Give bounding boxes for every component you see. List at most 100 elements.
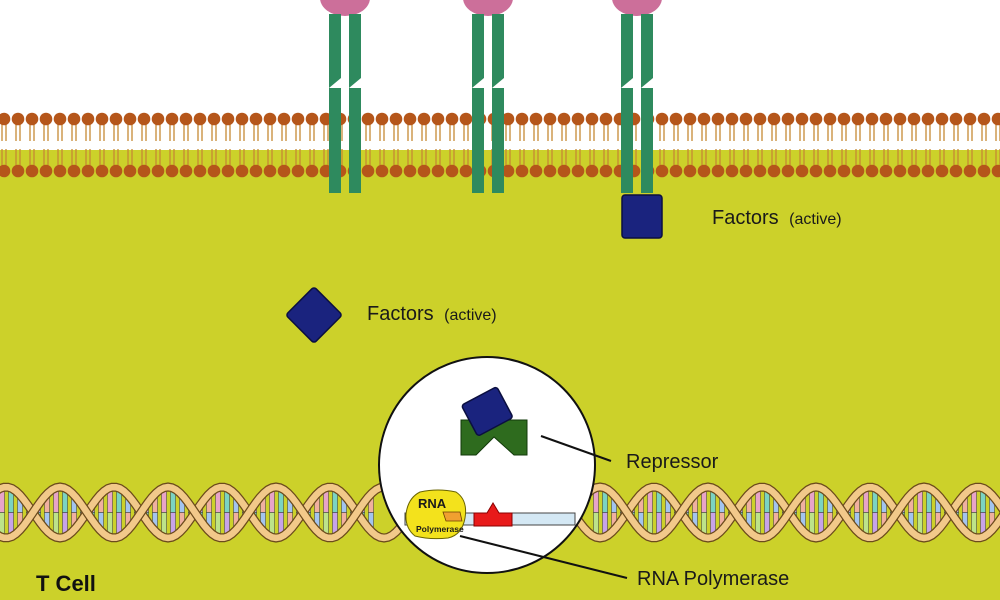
receptor-chain [472, 88, 484, 193]
lipid-head [529, 112, 543, 126]
cell-name-label: T Cell [36, 571, 96, 596]
repressor-label: Repressor [626, 451, 719, 473]
lipid-head [67, 164, 81, 178]
lipid-head [697, 164, 711, 178]
lipid-head [459, 164, 473, 178]
lipid-head [109, 164, 123, 178]
lipid-head [683, 164, 697, 178]
lipid-head [179, 112, 193, 126]
lipid-head [291, 112, 305, 126]
lipid-head [389, 112, 403, 126]
lipid-head [557, 112, 571, 126]
receptor-chain [349, 88, 361, 193]
factors-label-1: Factors (active) [712, 207, 842, 229]
lipid-head [515, 164, 529, 178]
lipid-head [235, 164, 249, 178]
lipid-head [599, 112, 613, 126]
lipid-head [683, 112, 697, 126]
ligand-icon [612, 0, 662, 16]
lipid-head [375, 164, 389, 178]
lipid-head [431, 164, 445, 178]
receptor-chain [621, 14, 633, 72]
rna-short-label: RNA [418, 496, 447, 511]
lipid-head [25, 164, 39, 178]
receptor-kink [329, 62, 341, 88]
lipid-head [249, 112, 263, 126]
lipid-head [781, 164, 795, 178]
receptor-chain [329, 88, 341, 193]
lipid-head [445, 112, 459, 126]
lipid-head [235, 112, 249, 126]
lipid-head [599, 164, 613, 178]
lipid-head [445, 164, 459, 178]
lipid-head [53, 164, 67, 178]
polymerase-notch [442, 511, 463, 522]
lipid-head [711, 164, 725, 178]
lipid-head [361, 164, 375, 178]
receptor-kink [349, 62, 361, 88]
lipid-head [851, 112, 865, 126]
lipid-head [725, 164, 739, 178]
lipid-head [977, 164, 991, 178]
lipid-head [165, 164, 179, 178]
lipid-head [305, 164, 319, 178]
lipid-head [459, 112, 473, 126]
receptors-icon [320, 0, 662, 193]
lipid-head [739, 112, 753, 126]
ligand-icon [463, 0, 513, 16]
lipid-head [0, 112, 11, 126]
lipid-head [501, 164, 515, 178]
lipid-head [151, 164, 165, 178]
lipid-head [165, 112, 179, 126]
lipid-head [921, 112, 935, 126]
lipid-head [879, 164, 893, 178]
lipid-head [193, 112, 207, 126]
lipid-head [25, 112, 39, 126]
lipid-head [11, 164, 25, 178]
lipid-head [585, 164, 599, 178]
lipid-head [305, 112, 319, 126]
lipid-head [277, 112, 291, 126]
lipid-head [907, 112, 921, 126]
lipid-head [753, 164, 767, 178]
receptor-chain [492, 14, 504, 72]
receptor-icon [320, 0, 370, 193]
lipid-head [123, 112, 137, 126]
lipid-head [963, 112, 977, 126]
receptor-chain [472, 14, 484, 72]
lipid-head [711, 112, 725, 126]
lipid-head [977, 112, 991, 126]
lipid-head [501, 112, 515, 126]
lipid-head [893, 164, 907, 178]
lipid-head [179, 164, 193, 178]
lipid-head [67, 112, 81, 126]
lipid-head [221, 164, 235, 178]
lipid-head [739, 164, 753, 178]
lipid-head [865, 112, 879, 126]
lipid-head [515, 112, 529, 126]
receptor-chain [641, 14, 653, 72]
receptor-chain [641, 88, 653, 193]
factors-label-2: Factors (active) [367, 303, 497, 325]
lipid-head [403, 112, 417, 126]
lipid-head [529, 164, 543, 178]
receptor-chain [492, 88, 504, 193]
receptor-chain [621, 88, 633, 193]
lipid-head [543, 164, 557, 178]
lipid-head [403, 164, 417, 178]
ligand-icon [320, 0, 370, 16]
lipid-head [795, 112, 809, 126]
lipid-head [725, 112, 739, 126]
lipid-head [893, 112, 907, 126]
lipid-head [39, 112, 53, 126]
lipid-head [417, 112, 431, 126]
lipid-head [81, 164, 95, 178]
promoter-icon [473, 502, 513, 527]
polymerase-short-label: Polymerase [416, 524, 464, 534]
receptor-kink [621, 62, 633, 88]
rna-polymerase-label: RNA Polymerase [637, 568, 789, 590]
lipid-head [39, 164, 53, 178]
polymerase-leader [459, 535, 628, 579]
lipid-head [669, 164, 683, 178]
